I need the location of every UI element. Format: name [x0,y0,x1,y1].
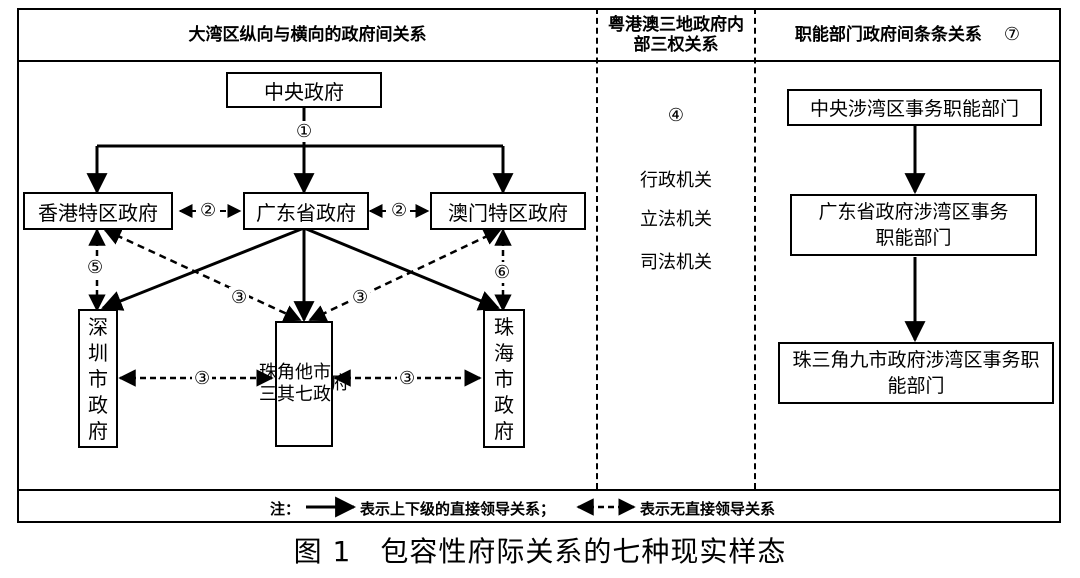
header-col1: 大湾区纵向与横向的政府间关系 [188,25,427,45]
figure-frame [17,8,1061,523]
header-col2: 粤港澳三地政府内部三权关系 [608,15,744,55]
label-relation-3a: ③ [229,287,250,308]
hongkong-government-box: 香港特区政府 [23,192,173,230]
header-col3: 职能部门政府间条条关系 ⑦ [756,10,1059,60]
middle-item-judicial: 司法机关 [640,252,712,273]
label-relation-1: ① [294,121,315,142]
figure-caption: 图 1 包容性府际关系的七种现实样态 [293,535,787,568]
right-box-guangdong-departments: 广东省政府涉湾区事务职能部门 [790,194,1037,256]
column-divider-2 [754,8,756,489]
note-prefix: 注： [270,500,301,518]
label-relation-2b: ② [389,200,410,221]
header-col3-text: 职能部门政府间条条关系 [794,25,982,45]
central-government-box: 中央政府 [226,72,382,108]
label-relation-6: ⑥ [492,262,513,283]
right-box-central-departments: 中央涉湾区事务职能部门 [787,89,1042,126]
hk-prd-dashed-arrow [103,228,302,322]
middle-num: ④ [667,105,685,126]
label-relation-3d: ③ [397,368,418,389]
header-divider [17,60,1061,62]
middle-item-executive: 行政机关 [640,170,712,191]
label-relation-2a: ② [198,200,219,221]
note-dashed-text: 表示无直接领导关系 [640,500,776,518]
note-solid-text: 表示上下级的直接领导关系； [360,500,556,518]
guangdong-government-box: 广东省政府 [243,192,369,230]
header-col3-num: ⑦ [1003,24,1021,45]
zhuhai-government-box: 珠海市政府 [483,309,525,448]
guangdong-to-zhuhai-arrow [303,226,500,311]
right-box-prd-departments: 珠三角九市政府涉湾区事务职能部门 [778,342,1054,404]
column-divider-1 [596,8,598,489]
guangdong-to-shenzhen-arrow [101,226,305,311]
middle-item-legislative: 立法机关 [640,209,712,230]
macau-government-box: 澳门特区政府 [430,192,586,230]
prd-other-cities-box: 珠三角其他七市政府 [259,321,349,447]
label-relation-3b: ③ [350,287,371,308]
note-divider [17,489,1061,491]
label-relation-3c: ③ [192,368,213,389]
label-relation-5: ⑤ [85,257,106,278]
shenzhen-government-box: 深圳市政府 [78,309,118,448]
